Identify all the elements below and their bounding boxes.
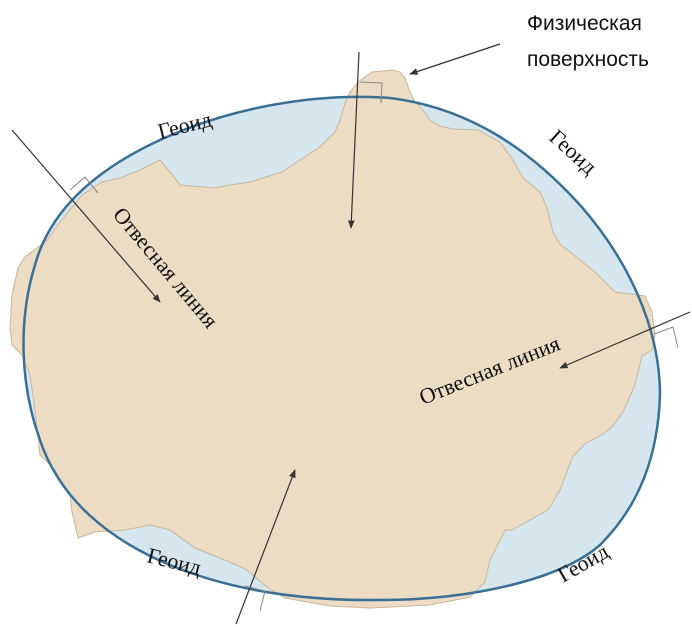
physical-surface-pointer-arrow	[410, 44, 500, 74]
geoid-label-top-right: Геоид	[545, 124, 602, 179]
physical-surface-label-line2: поверхность	[527, 48, 649, 71]
physical-surface-label-line1: Физическая	[527, 12, 642, 35]
right-angle-marker-right	[654, 327, 678, 348]
